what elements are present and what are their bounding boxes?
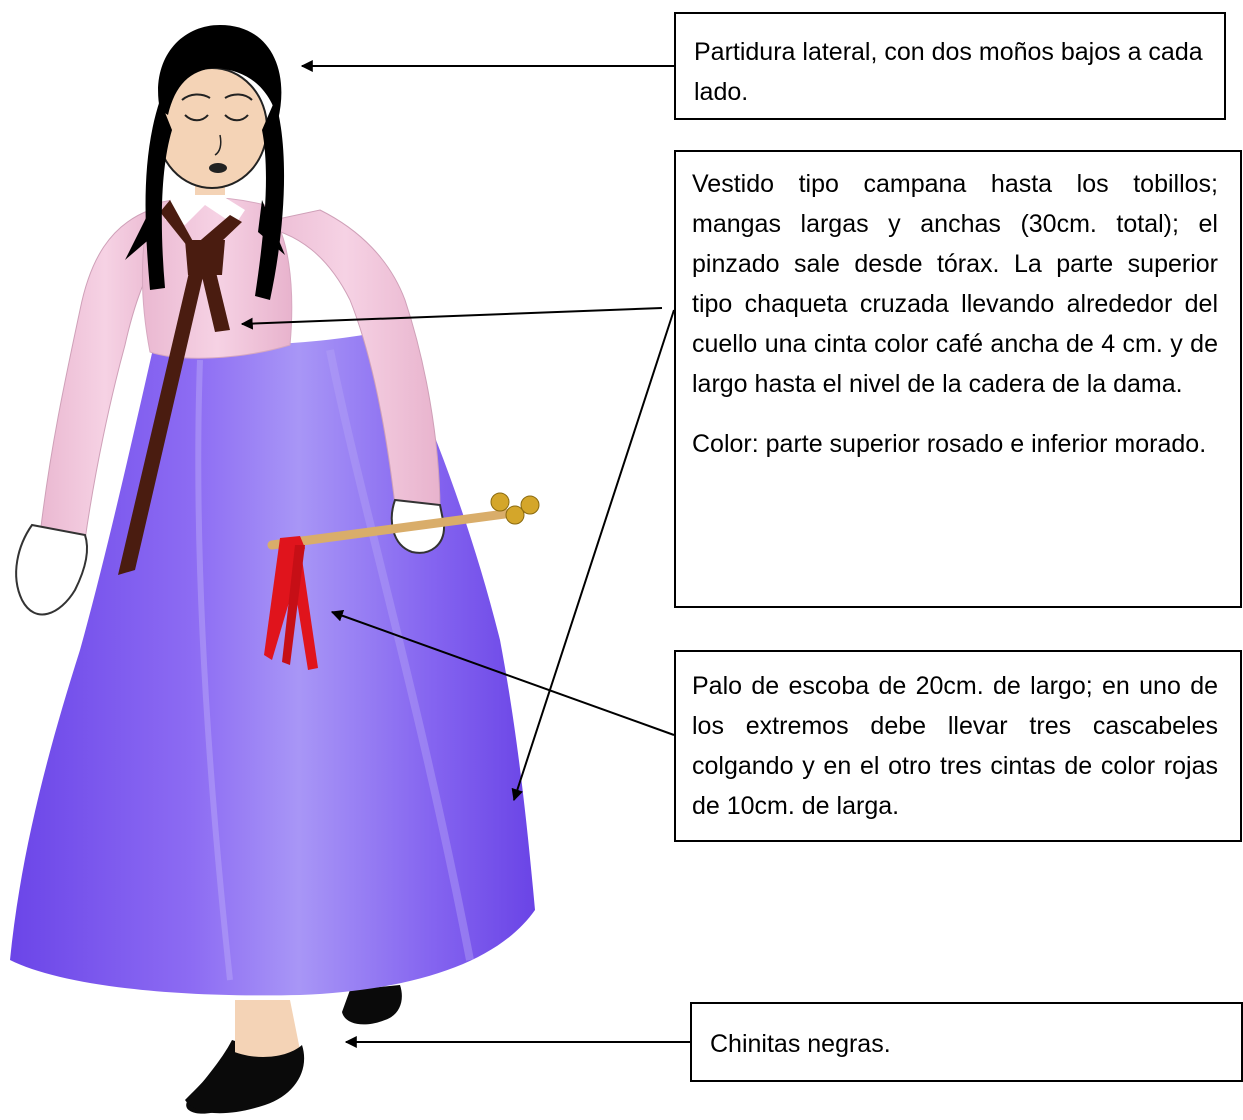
annotation-box-dress: Vestido tipo campana hasta los tobillos;…: [674, 150, 1242, 608]
annotation-box-shoes: Chinitas negras.: [690, 1002, 1243, 1082]
annotation-shoes-text: Chinitas negras.: [710, 1030, 891, 1058]
arrow-icon: [240, 307, 663, 330]
annotation-color-text: Color: parte superior rosado e inferior …: [692, 430, 1207, 458]
collar-ribbon: [165, 185, 245, 225]
left-shoe-front: [185, 1045, 305, 1114]
bell: [520, 495, 540, 515]
hair: [158, 25, 282, 120]
annotation-stick-text: Palo de escoba de 20cm. de largo; en uno…: [692, 672, 1218, 820]
right-shoe: [342, 985, 402, 1025]
bell: [505, 505, 525, 525]
stick: [267, 507, 525, 550]
arrow-icon: [330, 610, 675, 736]
bell: [490, 492, 510, 512]
annotation-box-hair: Partidura lateral, con dos moños bajos a…: [674, 12, 1226, 120]
left-hand: [15, 523, 88, 616]
annotation-hair-text: Partidura lateral, con dos moños bajos a…: [694, 38, 1203, 106]
annotation-dress-text: Vestido tipo campana hasta los tobillos;…: [692, 170, 1218, 398]
left-foot: [235, 1000, 300, 1071]
annotation-box-stick: Palo de escoba de 20cm. de largo; en uno…: [674, 650, 1242, 842]
arrow-icon: [511, 309, 675, 802]
